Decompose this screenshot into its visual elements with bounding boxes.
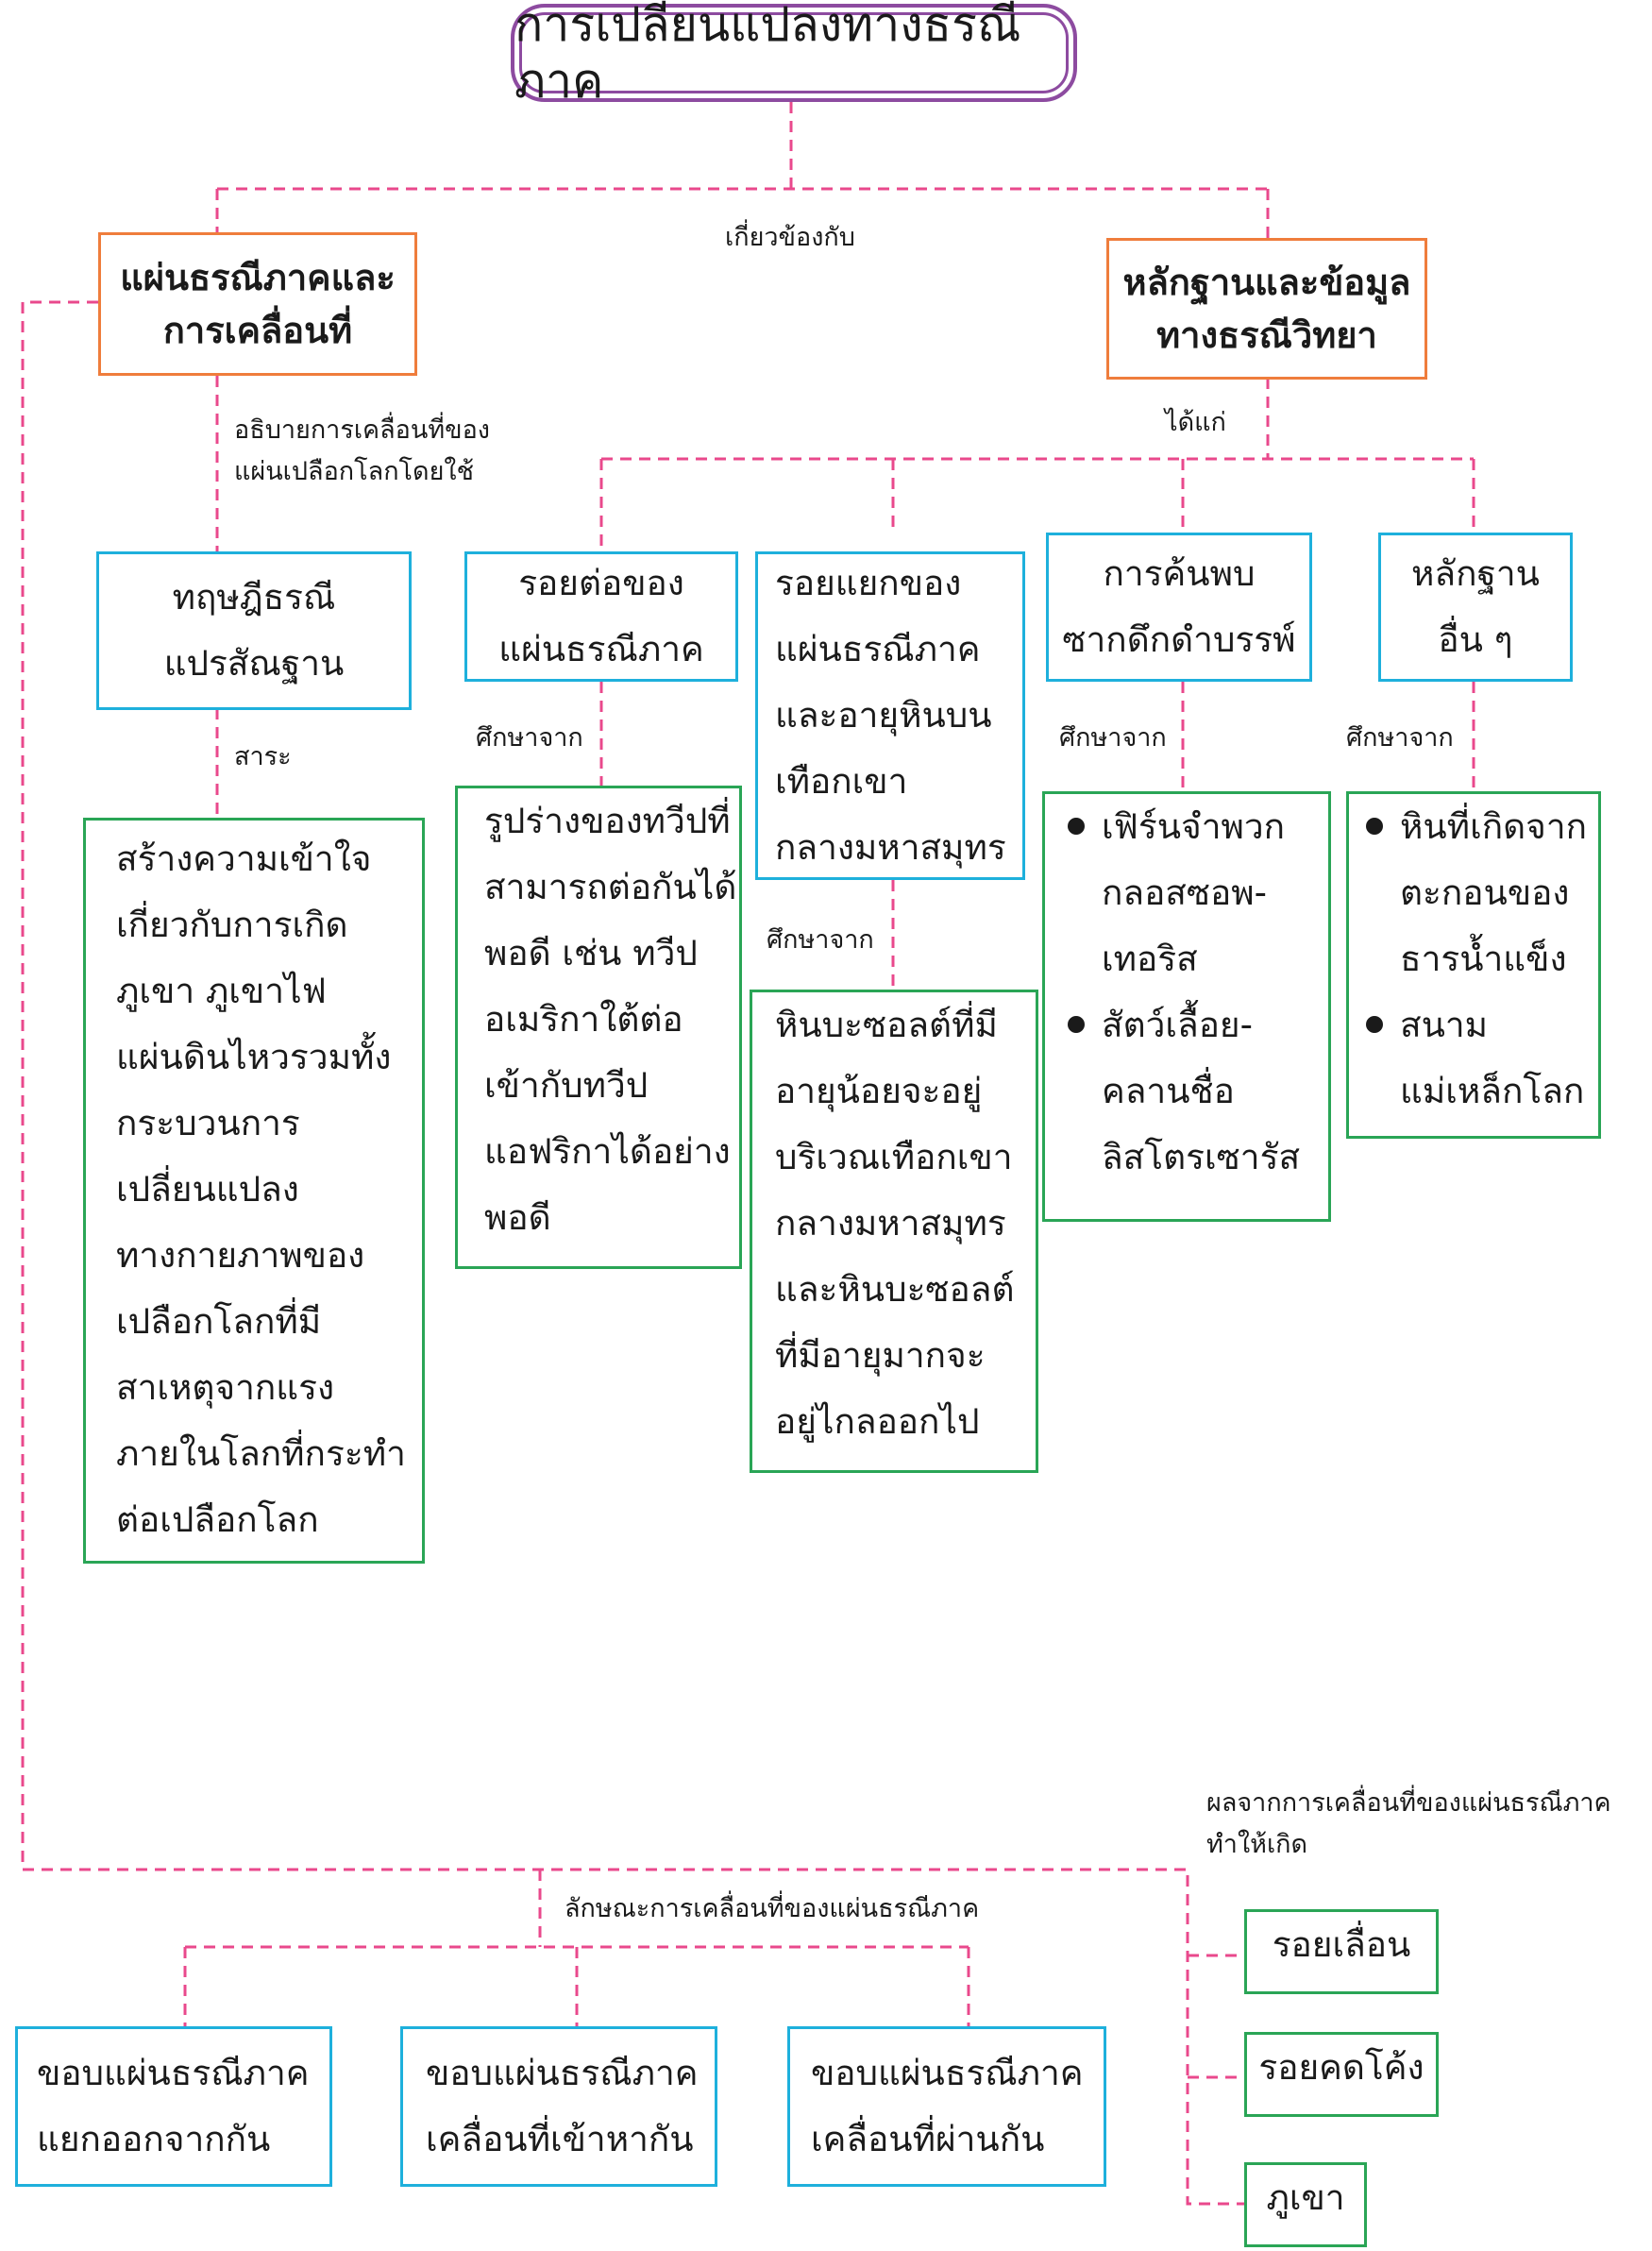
node-plate-rift: รอยแยกของ แผ่นธรณีภาค และอายุหินบน เทือก… xyxy=(755,551,1025,880)
connector-bottom-boundaries xyxy=(183,1870,970,2026)
fossil-list: เฟิร์นจำพวก กลอสซอพ- เทอริส สัตว์เลื้อย-… xyxy=(1064,794,1328,1191)
bullet-icon xyxy=(1366,1016,1383,1033)
list-item: เฟิร์นจำพวก กลอสซอพ- เทอริส xyxy=(1064,794,1328,992)
other-evidence-list: หินที่เกิดจาก ตะกอนของ ธารน้ำแข็ง สนาม แ… xyxy=(1362,794,1598,1125)
node-fold: รอยคดโค้ง xyxy=(1244,2032,1439,2117)
bullet-icon xyxy=(1068,818,1085,835)
label-study-fossil: ศึกษาจาก xyxy=(1059,723,1167,753)
label-study-other: ศึกษาจาก xyxy=(1346,723,1454,753)
bullet-icon xyxy=(1366,818,1383,835)
node-plate-tectonics: ทฤษฎีธรณี แปรสัณฐาน xyxy=(96,551,412,710)
node-basalt-age: หินบะซอลต์ที่มี อายุน้อยจะอยู่ บริเวณเทื… xyxy=(750,990,1038,1473)
label-related-to: เกี่ยวข้องกับ xyxy=(725,223,855,252)
bullet-icon xyxy=(1068,1016,1085,1033)
node-tectonics-essence: สร้างความเข้าใจ เกี่ยวกับการเกิด ภูเขา ภ… xyxy=(83,818,425,1564)
label-essence: สาระ xyxy=(234,742,292,771)
connector-evidence-topics xyxy=(599,378,1475,551)
connector-left-loop xyxy=(21,300,1244,2206)
node-mountain: ภูเขา xyxy=(1244,2162,1367,2247)
node-other-items: หินที่เกิดจาก ตะกอนของ ธารน้ำแข็ง สนาม แ… xyxy=(1346,791,1601,1139)
node-plate-junction: รอยต่อของ แผ่นธรณีภาค xyxy=(464,551,738,682)
page-title: การเปลี่ยนแปลงทางธรณีภาค xyxy=(514,0,1021,109)
connector-title-main xyxy=(215,102,1270,238)
title-box: การเปลี่ยนแปลงทางธรณีภาค xyxy=(511,0,1077,109)
list-item: สนาม แม่เหล็กโลก xyxy=(1362,992,1598,1125)
node-fault: รอยเลื่อน xyxy=(1244,1909,1439,1994)
node-transform-boundary: ขอบแผ่นธรณีภาค เคลื่อนที่ผ่านกัน xyxy=(787,2026,1106,2187)
label-explains: อธิบายการเคลื่อนที่ของ แผ่นเปลือกโลกโดยใ… xyxy=(234,415,490,486)
list-item: สัตว์เลื้อย- คลานชื่อ ลิสโตรเซารัส xyxy=(1064,992,1328,1191)
label-results: ผลจากการเคลื่อนที่ของแผ่นธรณีภาค ทำให้เก… xyxy=(1206,1788,1611,1859)
label-study-rift: ศึกษาจาก xyxy=(767,925,874,955)
node-fossil-discovery: การค้นพบ ซากดึกดำบรรพ์ xyxy=(1046,533,1312,682)
label-movement-characteristics: ลักษณะการเคลื่อนที่ของแผ่นธรณีภาค xyxy=(565,1894,980,1923)
node-plate-movement: แผ่นธรณีภาคและ การเคลื่อนที่ xyxy=(98,232,417,376)
list-item: หินที่เกิดจาก ตะกอนของ ธารน้ำแข็ง xyxy=(1362,794,1598,992)
node-continent-shape: รูปร่างของทวีปที่ สามารถต่อกันได้ พอดี เ… xyxy=(455,786,742,1269)
node-fossil-items: เฟิร์นจำพวก กลอสซอพ- เทอริส สัตว์เลื้อย-… xyxy=(1042,791,1331,1222)
label-includes: ได้แก่ xyxy=(1165,408,1226,437)
node-other-evidence: หลักฐาน อื่น ๆ xyxy=(1378,533,1573,682)
node-convergent-boundary: ขอบแผ่นธรณีภาค เคลื่อนที่เข้าหากัน xyxy=(400,2026,717,2187)
node-divergent-boundary: ขอบแผ่นธรณีภาค แยกออกจากกัน xyxy=(15,2026,332,2187)
label-study-junction: ศึกษาจาก xyxy=(476,723,583,753)
node-geological-evidence: หลักฐานและข้อมูล ทางธรณีวิทยา xyxy=(1106,238,1427,380)
